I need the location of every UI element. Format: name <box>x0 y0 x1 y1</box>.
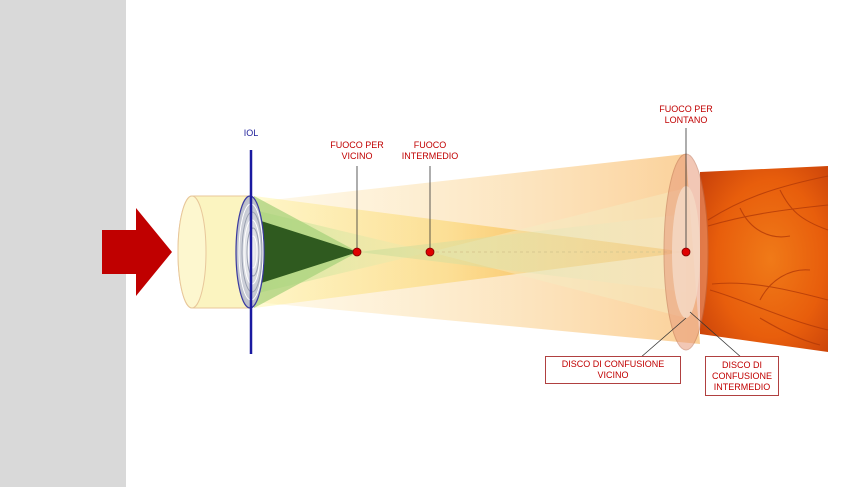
intermediate-disc-leader <box>689 311 743 359</box>
intermediate-focus-point <box>425 247 435 257</box>
intermediate-focus-label: FUOCO INTERMEDIO <box>401 140 459 161</box>
intermediate-confusion-disc-label: DISCO DI CONFUSIONE INTERMEDIO <box>705 356 779 396</box>
iol-label: IOL <box>243 128 259 138</box>
near-cone <box>258 220 358 284</box>
near-focus-label: FUOCO PER VICINO <box>330 140 384 161</box>
cylinder-face <box>177 195 207 309</box>
near-disc-leader <box>639 317 687 359</box>
near-diverge <box>358 214 686 292</box>
retina-image <box>700 166 829 352</box>
input-arrow <box>102 208 172 296</box>
near-confusion-disc-label: DISCO DI CONFUSIONE VICINO <box>545 356 681 384</box>
far-focus-point <box>681 247 691 257</box>
near-focus-point <box>352 247 362 257</box>
far-focus-label: FUOCO PER LONTANO <box>659 104 713 125</box>
